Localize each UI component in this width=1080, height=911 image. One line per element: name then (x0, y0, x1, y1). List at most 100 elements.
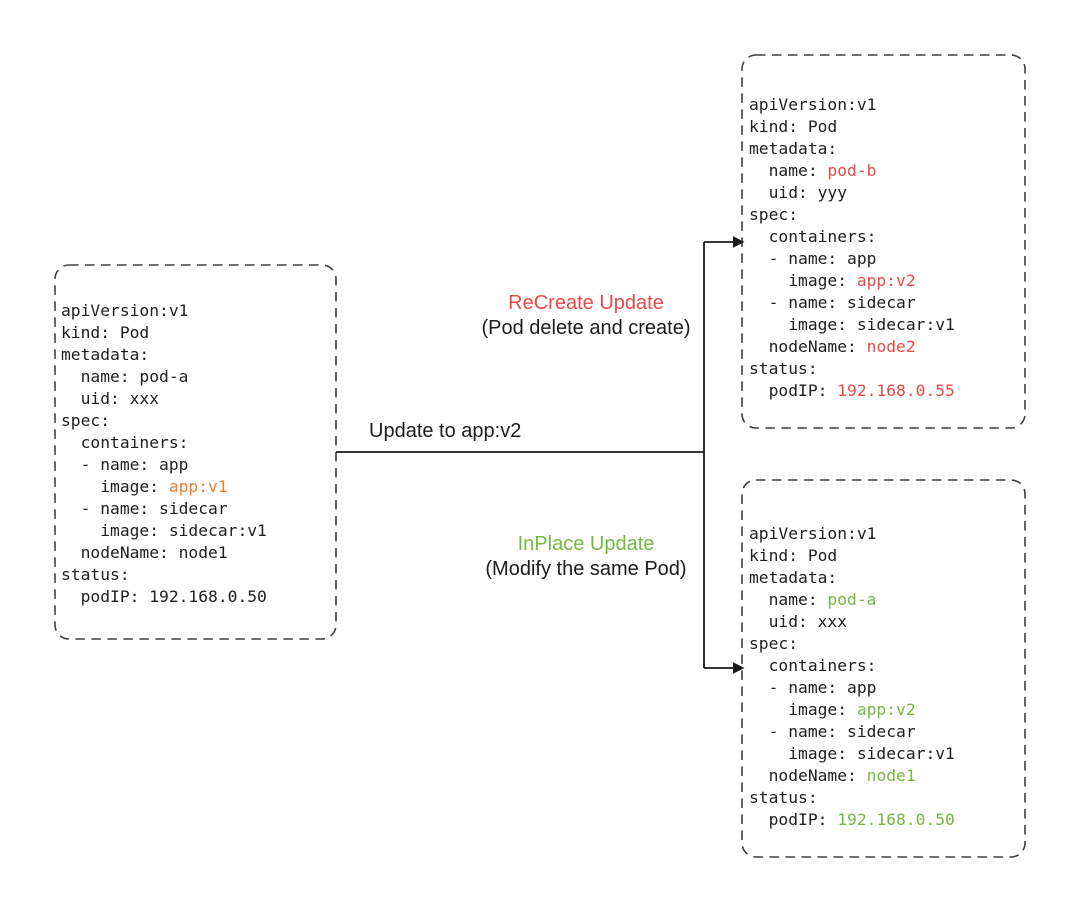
yaml-highlighted-value: app:v2 (856, 700, 916, 719)
yaml-text-segment: uid: yyy (749, 183, 848, 202)
yaml-text-segment: - name: sidecar (61, 499, 228, 518)
recreate-arrowhead-icon (733, 236, 745, 248)
yaml-line: metadata: (61, 344, 267, 366)
yaml-line: image: sidecar:v1 (61, 520, 267, 542)
yaml-line: nodeName: node1 (61, 542, 267, 564)
yaml-line: spec: (749, 204, 955, 226)
yaml-text-segment: apiVersion:v1 (61, 301, 189, 320)
inplace-update-title: InPlace Update (517, 533, 655, 555)
yaml-line: - name: sidecar (749, 292, 955, 314)
yaml-text-segment: containers: (61, 433, 189, 452)
yaml-text-segment: image: (61, 477, 169, 496)
recreated-pod-yaml: apiVersion:v1 kind: Pod metadata: name: po… (749, 94, 955, 402)
yaml-line: nodeName: node2 (749, 336, 955, 358)
yaml-line: - name: app (749, 248, 955, 270)
yaml-text-segment: apiVersion:v1 (749, 524, 877, 543)
yaml-line: podIP: 192.168.0.50 (749, 809, 955, 831)
original-pod-yaml: apiVersion:v1 kind: Pod metadata: name: po… (61, 300, 267, 608)
yaml-text-segment: spec: (749, 205, 799, 224)
yaml-text-segment: nodeName: (749, 766, 867, 785)
yaml-highlighted-value: 192.168.0.50 (837, 810, 955, 829)
yaml-text-segment: - name: app (749, 249, 877, 268)
yaml-line: podIP: 192.168.0.55 (749, 380, 955, 402)
inplace-pod-yaml: apiVersion:v1 kind: Pod metadata: name: po… (749, 523, 955, 831)
yaml-line: containers: (749, 226, 955, 248)
original-pod-box-border (54, 264, 337, 640)
yaml-line: name: pod-a (749, 589, 955, 611)
yaml-line: apiVersion:v1 (749, 94, 955, 116)
yaml-line: - name: sidecar (61, 498, 267, 520)
yaml-text-segment: image: sidecar:v1 (749, 315, 955, 334)
yaml-text-segment: status: (61, 565, 130, 584)
recreate-update-title: ReCreate Update (508, 292, 664, 314)
yaml-text-segment: apiVersion:v1 (749, 95, 877, 114)
yaml-line: metadata: (749, 567, 955, 589)
yaml-text-segment: metadata: (749, 139, 838, 158)
yaml-line: image: app:v1 (61, 476, 267, 498)
yaml-text-segment: name: (749, 590, 828, 609)
yaml-text-segment: kind: Pod (61, 323, 150, 342)
yaml-line: apiVersion:v1 (61, 300, 267, 322)
yaml-line: image: sidecar:v1 (749, 314, 955, 336)
yaml-line: - name: app (749, 677, 955, 699)
recreate-update-subtitle: (Pod delete and create) (481, 317, 691, 339)
yaml-highlighted-value: node2 (866, 337, 916, 356)
yaml-text-segment: kind: Pod (749, 117, 838, 136)
inplace-pod-box-border (741, 479, 1026, 858)
yaml-line: uid: xxx (749, 611, 955, 633)
yaml-line: image: app:v2 (749, 699, 955, 721)
yaml-line: apiVersion:v1 (749, 523, 955, 545)
yaml-text-segment: nodeName: node1 (61, 543, 228, 562)
yaml-line: containers: (61, 432, 267, 454)
yaml-line: image: app:v2 (749, 270, 955, 292)
yaml-text-segment: image: sidecar:v1 (61, 521, 267, 540)
yaml-text-segment: status: (749, 788, 818, 807)
yaml-text-segment: - name: sidecar (749, 722, 916, 741)
yaml-text-segment: metadata: (749, 568, 838, 587)
yaml-text-segment: name: (749, 161, 828, 180)
yaml-line: metadata: (749, 138, 955, 160)
yaml-text-segment: status: (749, 359, 818, 378)
yaml-line: spec: (61, 410, 267, 432)
yaml-text-segment: image: (749, 700, 857, 719)
yaml-line: name: pod-b (749, 160, 955, 182)
yaml-highlighted-value: pod-a (827, 590, 877, 609)
yaml-line: uid: yyy (749, 182, 955, 204)
yaml-text-segment: nodeName: (749, 337, 867, 356)
yaml-highlighted-value: app:v2 (856, 271, 916, 290)
yaml-line: - name: app (61, 454, 267, 476)
yaml-line: status: (61, 564, 267, 586)
yaml-line: name: pod-a (61, 366, 267, 388)
update-action-label: Update to app:v2 (369, 420, 522, 442)
yaml-line: uid: xxx (61, 388, 267, 410)
yaml-text-segment: containers: (749, 227, 877, 246)
inplace-label-group: InPlace Update (Modify the same Pod) (441, 532, 731, 582)
yaml-text-segment: uid: xxx (749, 612, 848, 631)
yaml-text-segment: containers: (749, 656, 877, 675)
yaml-line: kind: Pod (749, 116, 955, 138)
yaml-line: kind: Pod (749, 545, 955, 567)
yaml-text-segment: podIP: 192.168.0.50 (61, 587, 267, 606)
yaml-text-segment: - name: sidecar (749, 293, 916, 312)
yaml-line: containers: (749, 655, 955, 677)
yaml-line: spec: (749, 633, 955, 655)
yaml-text-segment: - name: app (61, 455, 189, 474)
yaml-highlighted-value: node1 (866, 766, 916, 785)
inplace-update-subtitle: (Modify the same Pod) (485, 558, 687, 580)
yaml-line: kind: Pod (61, 322, 267, 344)
yaml-text-segment: podIP: (749, 810, 838, 829)
yaml-text-segment: image: (749, 271, 857, 290)
yaml-highlighted-value: app:v1 (168, 477, 228, 496)
yaml-text-segment: podIP: (749, 381, 838, 400)
yaml-text-segment: - name: app (749, 678, 877, 697)
yaml-highlighted-value: pod-b (827, 161, 877, 180)
yaml-highlighted-value: 192.168.0.55 (837, 381, 955, 400)
yaml-text-segment: name: pod-a (61, 367, 189, 386)
yaml-text-segment: kind: Pod (749, 546, 838, 565)
inplace-arrowhead-icon (733, 662, 745, 674)
yaml-line: podIP: 192.168.0.50 (61, 586, 267, 608)
yaml-line: - name: sidecar (749, 721, 955, 743)
yaml-text-segment: spec: (61, 411, 111, 430)
